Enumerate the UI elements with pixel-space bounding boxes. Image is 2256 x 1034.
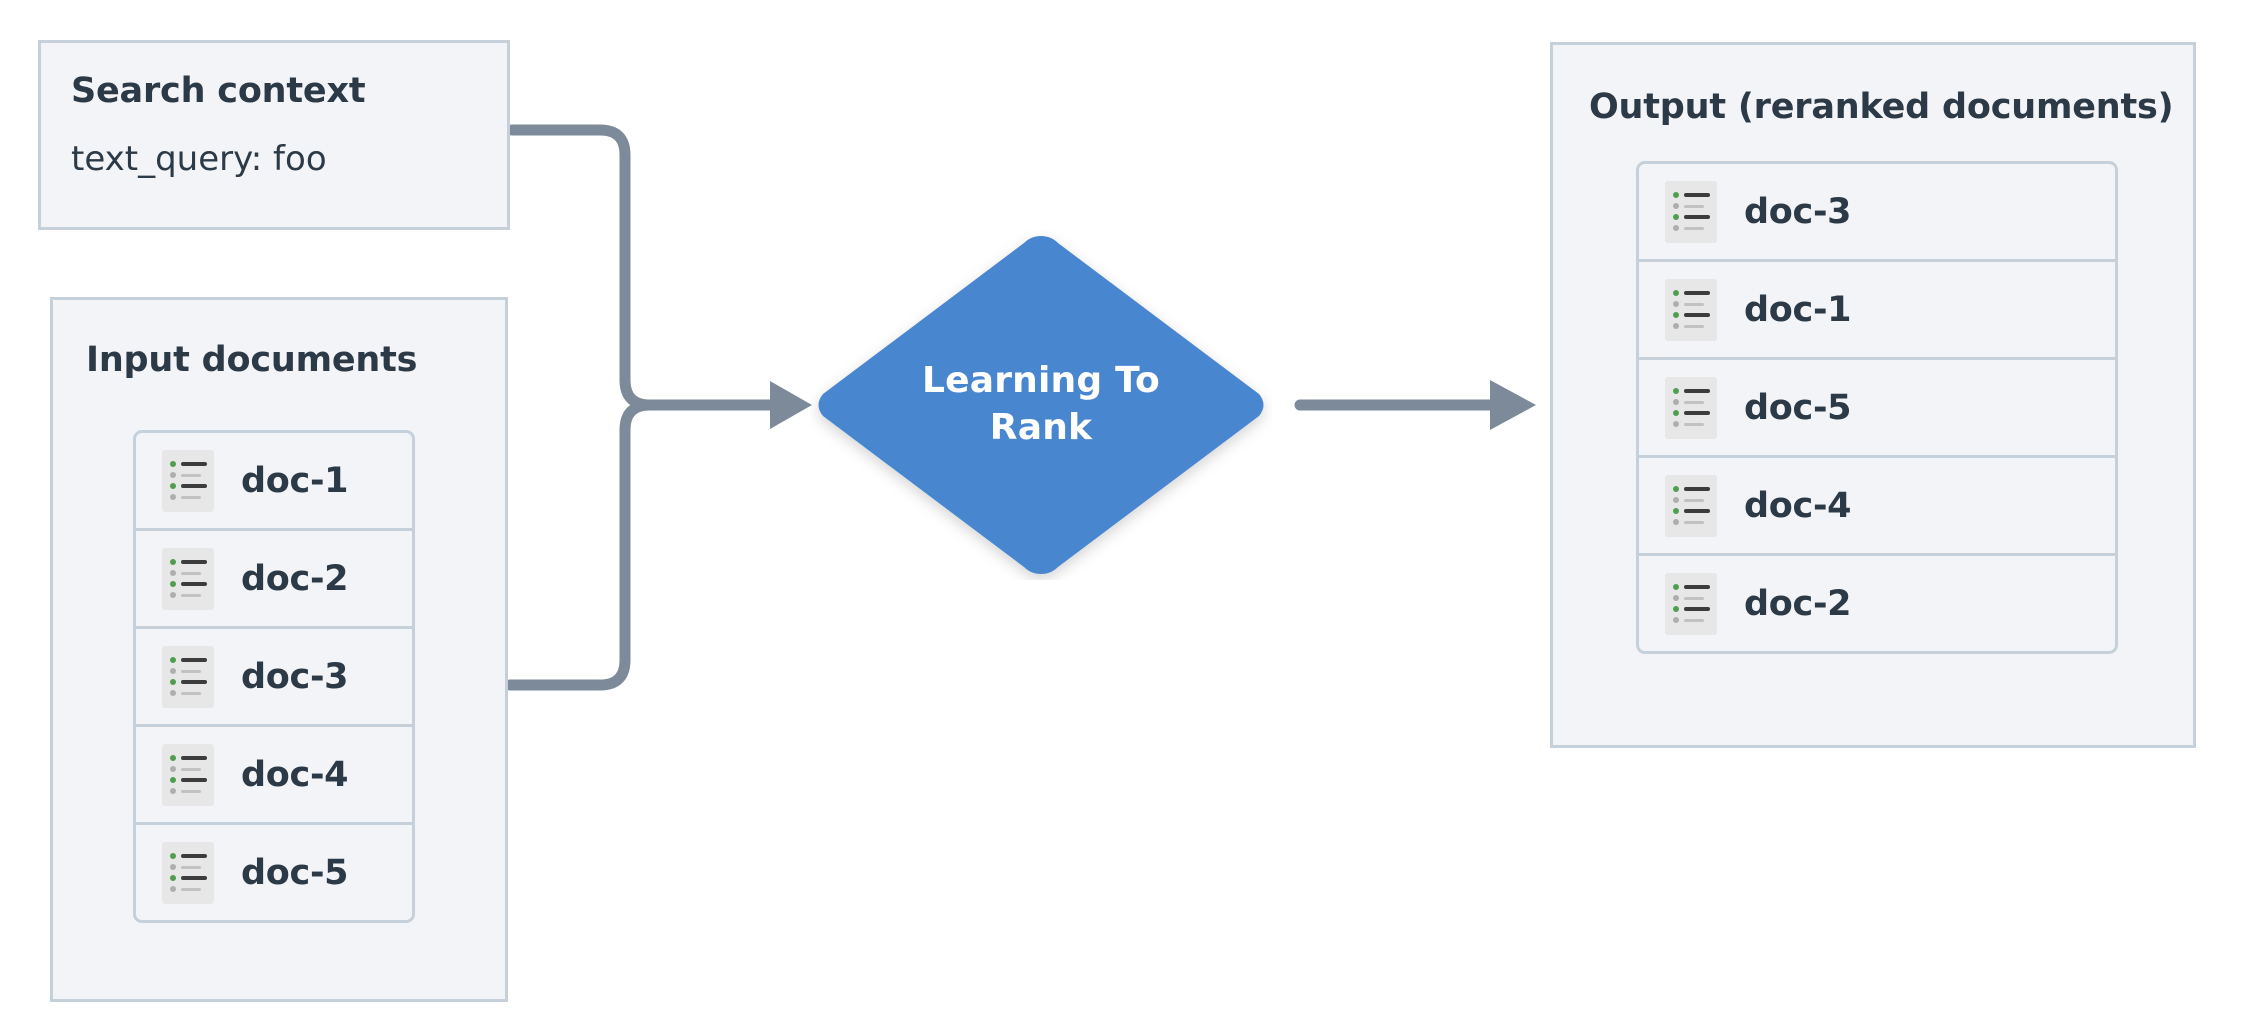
search-context-query: text_query: foo xyxy=(71,139,327,179)
document-label: doc-3 xyxy=(241,656,349,697)
document-list-icon xyxy=(162,449,214,512)
diamond-shape xyxy=(818,236,1264,574)
document-label: doc-5 xyxy=(1744,387,1852,428)
search-context-title: Search context xyxy=(71,71,366,111)
search-context-panel: Search context text_query: foo xyxy=(38,40,510,230)
edge-input-documents-to-ltr xyxy=(504,399,656,691)
document-card[interactable]: doc-3 xyxy=(133,626,415,727)
document-card[interactable]: doc-2 xyxy=(1636,553,2118,654)
document-list-icon xyxy=(162,645,214,708)
document-card[interactable]: doc-3 xyxy=(1636,161,2118,262)
document-label: doc-2 xyxy=(1744,583,1852,624)
document-card[interactable]: doc-4 xyxy=(1636,455,2118,556)
document-list-icon xyxy=(162,547,214,610)
input-documents-title: Input documents xyxy=(86,340,418,380)
edge-search-context-to-ltr xyxy=(506,124,656,411)
document-list-icon xyxy=(1665,474,1717,537)
document-list-icon xyxy=(1665,376,1717,439)
input-documents-list: doc-1 doc-2 doc-3 doc-4 doc-5 xyxy=(133,430,415,923)
edge-arrowhead-into-ltr xyxy=(770,381,812,429)
document-label: doc-4 xyxy=(1744,485,1852,526)
document-label: doc-5 xyxy=(241,852,349,893)
document-list-icon xyxy=(162,841,214,904)
learning-to-rank-node[interactable]: Learning To Rank xyxy=(810,230,1272,580)
document-label: doc-1 xyxy=(1744,289,1852,330)
document-label: doc-3 xyxy=(1744,191,1852,232)
document-card[interactable]: doc-2 xyxy=(133,528,415,629)
document-card[interactable]: doc-5 xyxy=(133,822,415,923)
document-list-icon xyxy=(1665,572,1717,635)
document-card[interactable]: doc-5 xyxy=(1636,357,2118,458)
document-card[interactable]: doc-1 xyxy=(1636,259,2118,360)
document-card[interactable]: doc-4 xyxy=(133,724,415,825)
document-list-icon xyxy=(162,743,214,806)
document-list-icon xyxy=(1665,278,1717,341)
output-documents-list: doc-3 doc-1 doc-5 doc-4 doc-2 xyxy=(1636,161,2118,654)
edge-arrowhead-into-output xyxy=(1490,380,1536,430)
document-label: doc-2 xyxy=(241,558,349,599)
document-label: doc-4 xyxy=(241,754,349,795)
document-label: doc-1 xyxy=(241,460,349,501)
document-card[interactable]: doc-1 xyxy=(133,430,415,531)
output-title: Output (reranked documents) xyxy=(1589,87,2174,127)
document-list-icon xyxy=(1665,180,1717,243)
